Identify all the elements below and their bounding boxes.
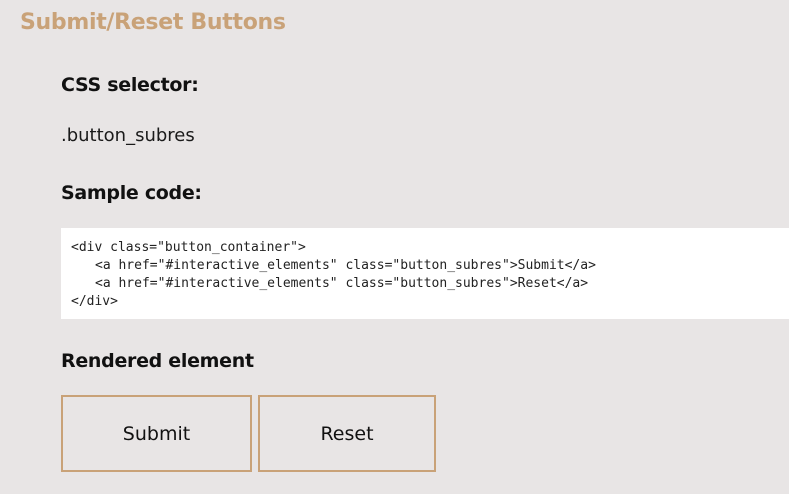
rendered-element-heading: Rendered element bbox=[61, 350, 254, 372]
reset-button[interactable]: Reset bbox=[258, 395, 436, 472]
sample-code-section: Sample code: bbox=[61, 182, 789, 204]
submit-button[interactable]: Submit bbox=[61, 395, 252, 472]
code-line: <a href="#interactive_elements" class="b… bbox=[95, 276, 589, 291]
sample-code-heading: Sample code: bbox=[61, 182, 202, 204]
css-selector-section: CSS selector: bbox=[61, 74, 789, 96]
page-title: Submit/Reset Buttons bbox=[20, 10, 286, 35]
rendered-element-section: Rendered element bbox=[61, 350, 789, 372]
code-line: <div class="button_container"> bbox=[71, 240, 306, 255]
css-selector-heading: CSS selector: bbox=[61, 74, 199, 96]
sample-code-block: <div class="button_container"> <a href="#… bbox=[61, 228, 789, 319]
css-selector-value: .button_subres bbox=[61, 125, 195, 146]
code-line: </div> bbox=[71, 294, 118, 309]
code-line: <a href="#interactive_elements" class="b… bbox=[95, 258, 596, 273]
